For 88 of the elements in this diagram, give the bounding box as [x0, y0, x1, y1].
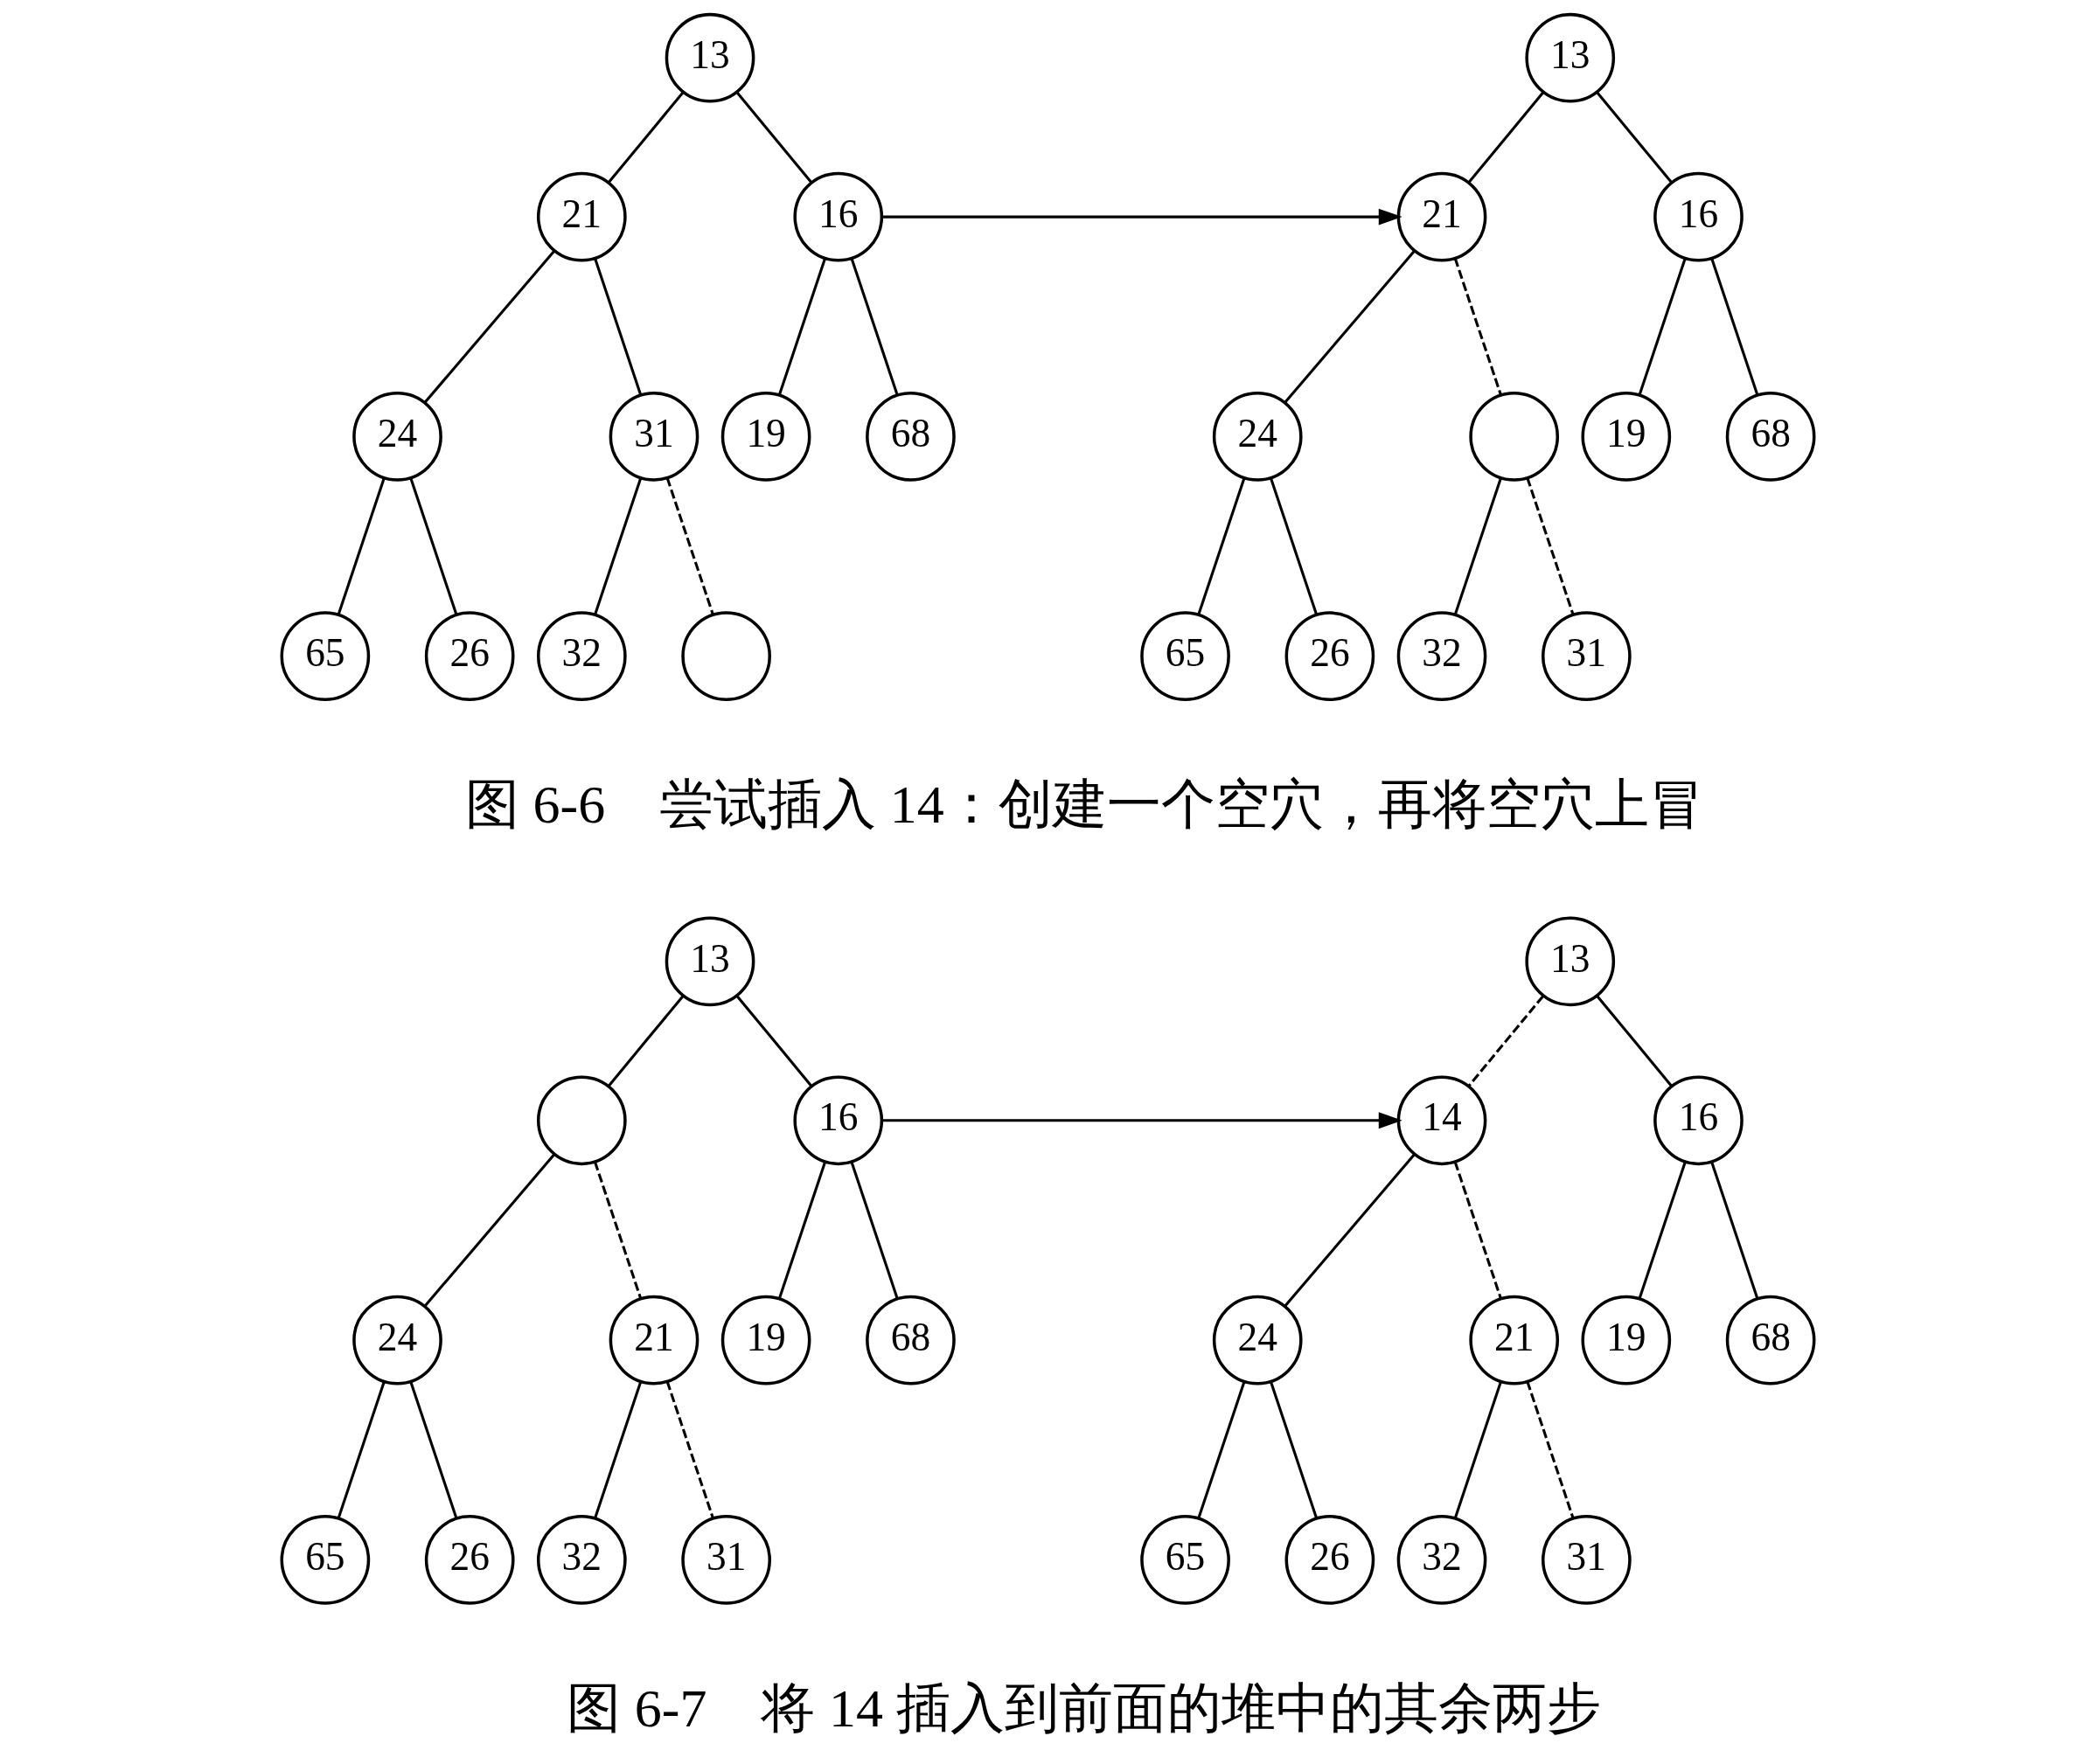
connector [849, 1161, 899, 1299]
node-circle: 32 [536, 611, 627, 702]
node-circle: 21 [1468, 1295, 1559, 1386]
connector [665, 1381, 714, 1518]
connector [607, 995, 684, 1087]
connector [607, 92, 684, 184]
connector [423, 250, 555, 404]
connector [1196, 477, 1246, 615]
node-circle: 16 [792, 1075, 883, 1166]
connector [1638, 1161, 1687, 1299]
node-circle [536, 1075, 627, 1166]
node-circle: 16 [1653, 1075, 1744, 1166]
node-circle: 24 [351, 392, 442, 482]
connector [1453, 477, 1502, 615]
node-circle: 13 [1524, 12, 1615, 103]
node-circle: 26 [424, 1515, 515, 1605]
connector [423, 1153, 555, 1307]
node-circle: 68 [865, 1295, 956, 1386]
node-circle: 26 [1284, 611, 1375, 702]
node-circle: 19 [720, 392, 811, 482]
node-circle: 24 [1212, 392, 1303, 482]
node-circle: 68 [1725, 392, 1815, 482]
connector [593, 477, 642, 615]
connector [1466, 995, 1544, 1087]
connector [1284, 250, 1416, 404]
connector [1466, 92, 1544, 184]
node-circle: 14 [1396, 1075, 1486, 1166]
node-circle: 32 [1396, 1515, 1486, 1605]
node-circle: 21 [1396, 171, 1486, 262]
node-circle: 24 [1212, 1295, 1303, 1386]
connector [849, 258, 899, 395]
connector [665, 477, 714, 615]
connector [593, 1161, 642, 1299]
connector [1638, 258, 1687, 395]
connector [1453, 1161, 1502, 1299]
node-circle: 19 [720, 1295, 811, 1386]
node-circle: 32 [536, 1515, 627, 1605]
node-circle [680, 611, 771, 702]
node-circle: 13 [1524, 916, 1615, 1007]
connector [1596, 92, 1673, 184]
node-circle: 31 [680, 1515, 771, 1605]
connector [337, 1381, 386, 1518]
connector [593, 258, 642, 395]
connector [1269, 477, 1318, 615]
node-circle: 16 [1653, 171, 1744, 262]
node-circle: 31 [609, 392, 699, 482]
connector [777, 1161, 826, 1299]
label: 图 6-7 将 14 插入到前面的堆中的其余两步 [566, 1677, 1601, 1738]
connector [337, 477, 386, 615]
label: 图 6-6 尝试插入 14：创建一个空穴，再将空穴上冒 [464, 774, 1703, 834]
node-circle: 21 [609, 1295, 699, 1386]
node-circle: 68 [1725, 1295, 1815, 1386]
node-circle: 65 [1139, 611, 1230, 702]
node-circle: 13 [665, 916, 755, 1007]
connector [408, 1381, 457, 1518]
node-circle: 65 [1139, 1515, 1230, 1605]
connector [1525, 1381, 1574, 1518]
connector [408, 477, 457, 615]
connector [1196, 1381, 1246, 1518]
connector [1453, 258, 1502, 395]
node-circle: 31 [1541, 1515, 1632, 1605]
node-circle: 26 [424, 611, 515, 702]
connector [735, 92, 812, 184]
node-circle: 19 [1580, 1295, 1671, 1386]
node-circle: 19 [1580, 392, 1671, 482]
node-circle: 24 [351, 1295, 442, 1386]
connector [1269, 1381, 1318, 1518]
node-circle: 32 [1396, 611, 1486, 702]
node-circle: 65 [280, 611, 370, 702]
node-circle: 26 [1284, 1515, 1375, 1605]
node-circle: 13 [665, 12, 755, 103]
connector [735, 995, 812, 1087]
connector [593, 1381, 642, 1518]
node-circle: 68 [865, 392, 956, 482]
connector [1709, 1161, 1758, 1299]
arrow [881, 1112, 1402, 1129]
node-circle: 65 [280, 1515, 370, 1605]
connector [777, 258, 826, 395]
node-circle: 16 [792, 171, 883, 262]
node-circle: 31 [1541, 611, 1632, 702]
connector [1709, 258, 1758, 395]
node-circle [1468, 392, 1559, 482]
connector [1284, 1153, 1416, 1307]
node-circle: 21 [536, 171, 627, 262]
connector [1525, 477, 1574, 615]
connector [1596, 995, 1673, 1087]
connector [1453, 1381, 1502, 1518]
arrow [881, 208, 1402, 226]
